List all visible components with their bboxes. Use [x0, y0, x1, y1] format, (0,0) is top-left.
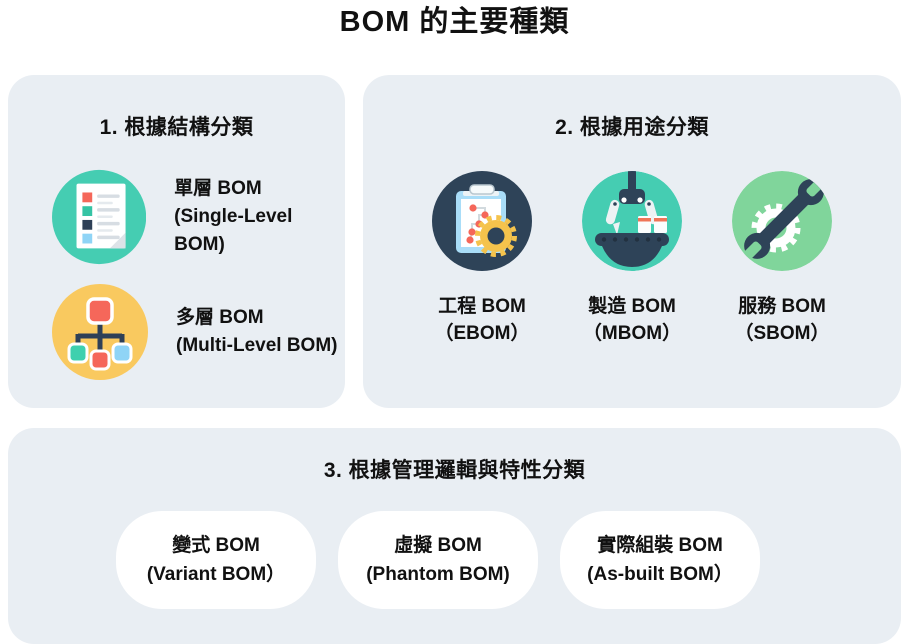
list-item: 單層 BOM (Single-Level BOM) — [52, 169, 345, 265]
purpose-item-name: 製造 BOM — [588, 296, 676, 317]
structure-item-text: 單層 BOM (Single-Level BOM) — [174, 175, 345, 259]
structure-heading: 1. 根據結構分類 — [99, 116, 254, 139]
management-heading: 3. 根據管理邏輯與特性分類 — [323, 459, 586, 482]
top-row: 1. 根據結構分類 — [0, 75, 909, 408]
panel-structure: 1. 根據結構分類 — [8, 75, 345, 408]
list-item: 實際組裝 BOM (As-built BOM） — [560, 511, 760, 609]
page-title: BOM 的主要種類 — [339, 6, 570, 38]
structure-item-text: 多層 BOM (Multi-Level BOM) — [176, 304, 338, 360]
wrench-gear-icon — [732, 171, 832, 271]
hierarchy-tree-icon — [52, 284, 148, 380]
structure-item-en: (Multi-Level BOM) — [176, 335, 338, 356]
clipboard-gear-icon — [432, 171, 532, 271]
list-item: 虛擬 BOM (Phantom BOM) — [338, 511, 538, 609]
panel-management: 3. 根據管理邏輯與特性分類 變式 BOM (Variant BOM） 虛擬 B… — [8, 428, 901, 644]
list-item: 工程 BOM （EBOM） — [407, 171, 557, 347]
structure-item-en: (Single-Level BOM) — [174, 206, 293, 255]
purpose-item-en: （MBOM） — [582, 323, 682, 344]
purpose-item-en: （SBOM） — [734, 323, 830, 344]
management-item-name: 虛擬 BOM — [394, 535, 482, 556]
structure-item-name: 多層 BOM — [176, 307, 264, 328]
robotic-arm-icon — [582, 171, 682, 271]
list-item: 變式 BOM (Variant BOM） — [116, 511, 316, 609]
purpose-item-en: （EBOM） — [434, 323, 530, 344]
pill-row: 變式 BOM (Variant BOM） 虛擬 BOM (Phantom BOM… — [8, 511, 901, 609]
management-item-name: 實際組裝 BOM — [597, 535, 723, 556]
list-item: 製造 BOM （MBOM） — [557, 171, 707, 347]
management-item-en: (Phantom BOM) — [366, 564, 510, 585]
purpose-item-name: 工程 BOM — [438, 296, 526, 317]
purpose-item-name: 服務 BOM — [738, 296, 826, 317]
list-item: 多層 BOM (Multi-Level BOM) — [52, 284, 345, 380]
panel-purpose: 2. 根據用途分類 — [363, 75, 901, 408]
management-item-name: 變式 BOM — [172, 535, 260, 556]
purpose-heading: 2. 根據用途分類 — [555, 116, 709, 139]
management-item-en: (As-built BOM） — [587, 564, 733, 585]
purpose-cols: 工程 BOM （EBOM） — [363, 171, 901, 347]
structure-rows: 單層 BOM (Single-Level BOM) — [8, 169, 345, 380]
management-item-en: (Variant BOM） — [146, 564, 286, 585]
document-list-icon — [52, 169, 147, 265]
list-item: 服務 BOM （SBOM） — [707, 171, 857, 347]
structure-item-name: 單層 BOM — [174, 178, 262, 199]
